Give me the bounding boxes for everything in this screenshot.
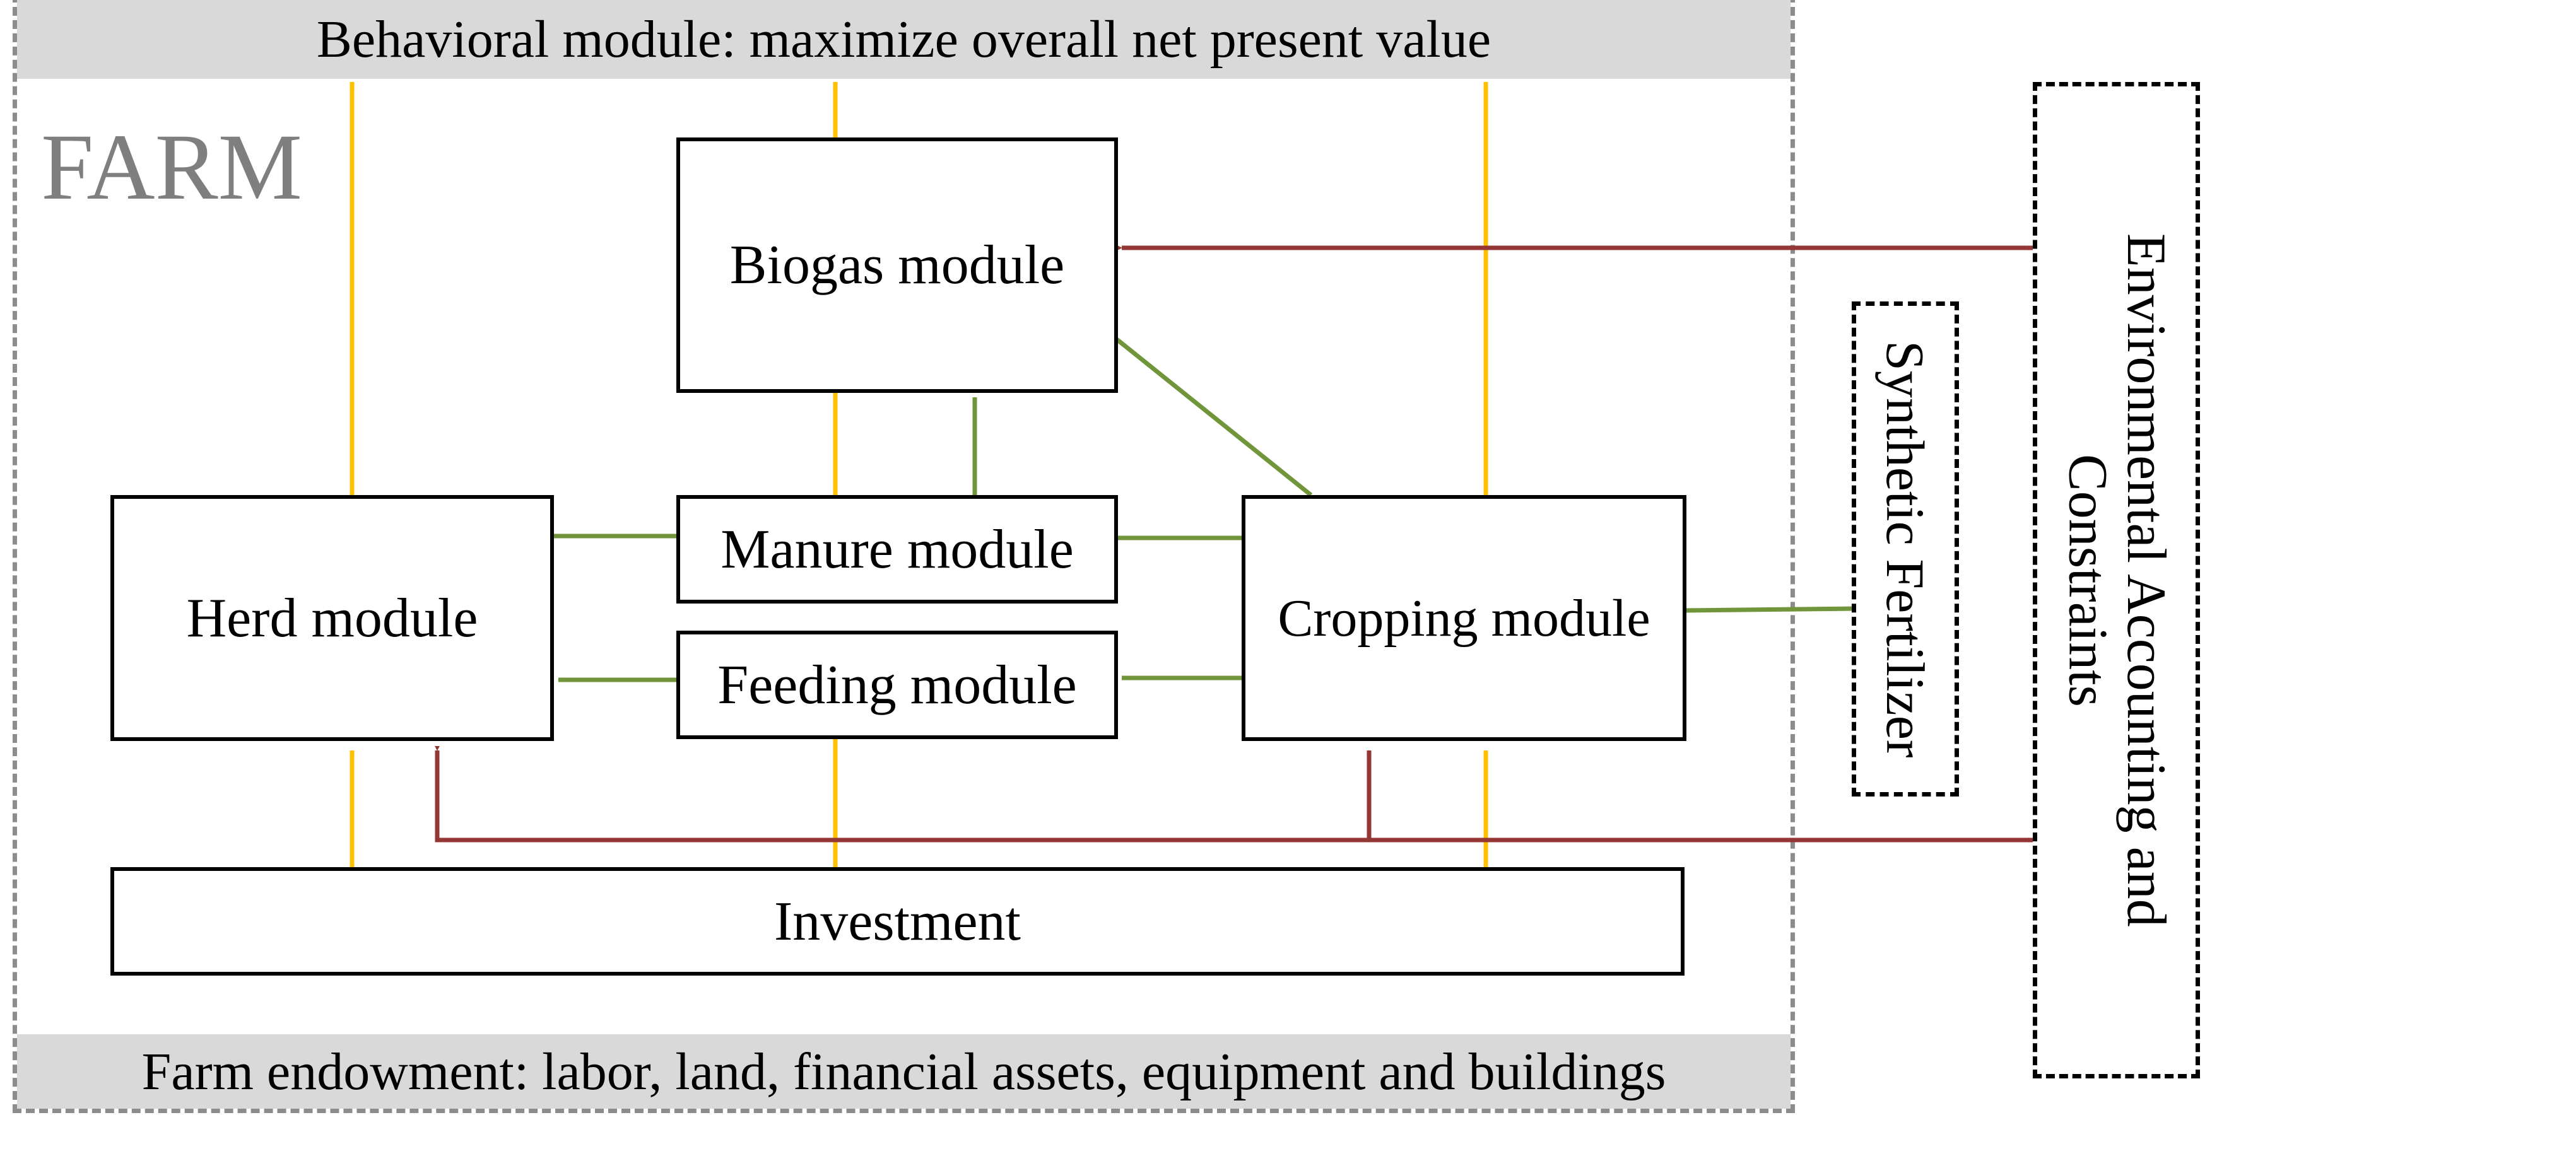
biogas-module-box: Biogas module [676,137,1118,393]
arrow-fertilizer-to-cropping [1684,606,1856,613]
synthetic-fertilizer-text-wrap: Synthetic Fertilizer [1852,301,1959,797]
herd-module-label: Herd module [186,587,478,649]
cropping-module-box: Cropping module [1242,495,1686,741]
farm-boundary [13,0,1795,1113]
synthetic-fertilizer-box [1852,301,1959,797]
behavioral-module-band: Behavioral module: maximize overall net … [17,0,1791,79]
arrow-environmental-bus [435,745,2033,843]
investment-label: Investment [773,890,1021,952]
manure-module-label: Manure module [720,518,1074,580]
investment-box: Investment [110,867,1685,976]
farm-endowment-label: Farm endowment: labor, land, financial a… [141,1042,1666,1101]
synthetic-fertilizer-label: Synthetic Fertilizer [1875,340,1936,758]
farm-label: FARM [41,115,303,219]
feeding-module-label: Feeding module [717,654,1077,716]
herd-module-box: Herd module [110,495,554,741]
behavioral-module-label: Behavioral module: maximize overall net … [316,10,1491,69]
biogas-module-label: Biogas module [729,235,1065,296]
environmental-accounting-line2: Constraints [2057,453,2119,707]
environmental-accounting-line1: Environmental Accounting and [2115,233,2177,927]
farm-endowment-band: Farm endowment: labor, land, financial a… [17,1034,1791,1109]
environmental-accounting-label: Environmental Accounting and Constraints [2057,233,2177,927]
arrow-cropping-to-biogas [1115,337,1313,497]
environmental-accounting-box [2033,82,2200,1078]
environmental-accounting-text-wrap: Environmental Accounting and Constraints [2033,82,2200,1078]
cropping-module-label: Cropping module [1278,588,1650,648]
manure-module-box: Manure module [676,495,1118,604]
feeding-module-box: Feeding module [676,631,1118,739]
